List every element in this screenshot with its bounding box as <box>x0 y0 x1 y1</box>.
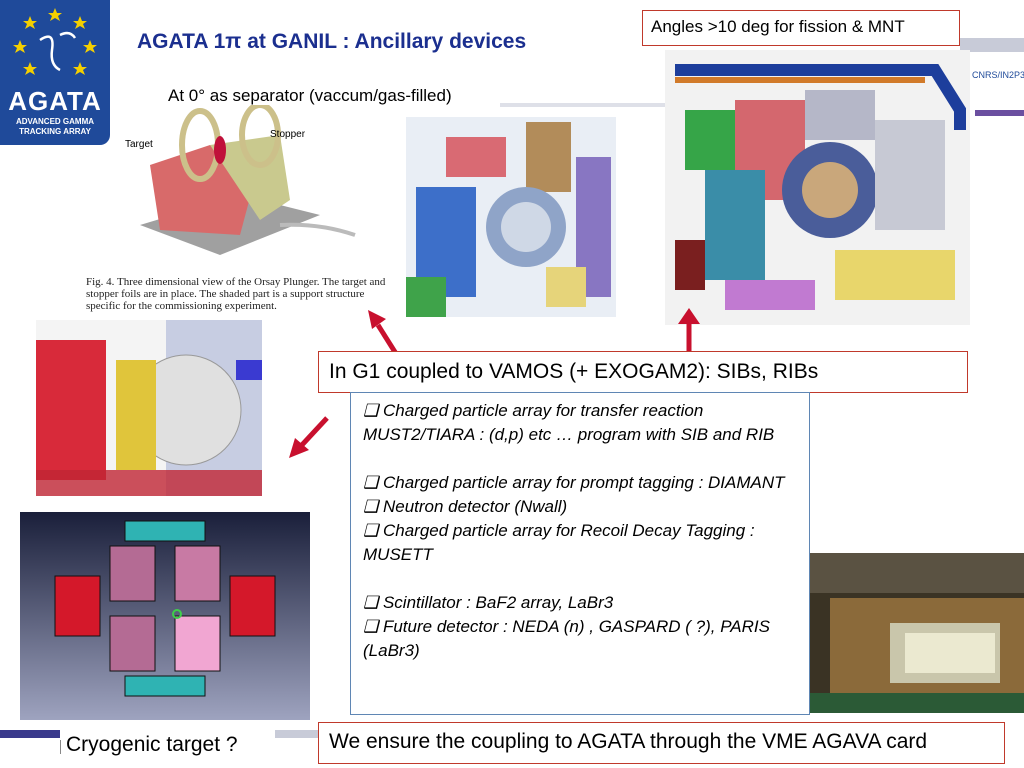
list-item-text: Charged particle array for Recoil Decay … <box>363 521 755 564</box>
list-item-text: Future detector : NEDA (n) , GASPARD ( ?… <box>363 617 770 660</box>
list-item: ❑ Future detector : NEDA (n) , GASPARD (… <box>363 615 797 663</box>
star-circle-icon <box>13 8 97 75</box>
footer-divider <box>60 740 61 754</box>
list-item-text: Neutron detector (Nwall) <box>382 497 568 516</box>
checkbox-icon: ❑ <box>363 617 383 636</box>
list-item: ❑ Scintillator : BaF2 array, LaBr3 <box>363 591 797 615</box>
list-item: ❑ Charged particle array for prompt tagg… <box>363 471 797 495</box>
page-title: AGATA 1π at GANIL : Ancillary devices <box>137 30 527 53</box>
arrow-to-exogam-icon <box>289 416 329 458</box>
angles-note-box: Angles >10 deg for fission & MNT <box>642 10 960 46</box>
list-item-text: Charged particle array for prompt taggin… <box>382 473 785 492</box>
header-decoration-bar <box>960 38 1024 52</box>
list-item: ❑ Neutron detector (Nwall) <box>363 495 797 519</box>
vme-coupling-box: We ensure the coupling to AGATA through … <box>318 722 1005 764</box>
list-item-text: Scintillator : BaF2 array, LaBr3 <box>382 593 614 612</box>
angles-setup-image <box>665 50 970 325</box>
footer-decoration-bar <box>275 730 319 738</box>
header-accent-line <box>975 110 1024 116</box>
checkbox-icon: ❑ <box>363 401 383 420</box>
logo-line-1: ADVANCED GAMMA <box>15 117 95 126</box>
list-item-text: Charged particle array for transfer reac… <box>363 401 775 444</box>
plunger-caption: Fig. 4. Three dimensional view of the Or… <box>86 276 386 312</box>
logo-word: AGATA <box>8 86 102 116</box>
separator-subtitle: At 0° as separator (vaccum/gas-filled) <box>168 86 452 105</box>
cnrs-label: CNRS/IN2P3 <box>972 70 1024 80</box>
logo-subtitle: ADVANCED GAMMA TRACKING ARRAY <box>0 117 110 137</box>
plunger-stopper-label: Stopper <box>270 129 306 140</box>
checkbox-icon: ❑ <box>363 593 383 612</box>
checkbox-icon: ❑ <box>363 521 383 540</box>
checkbox-icon: ❑ <box>363 497 383 516</box>
plunger-illustration: Target Stopper <box>120 105 360 275</box>
list-item: ❑ Charged particle array for transfer re… <box>363 399 797 447</box>
g1-coupling-box: In G1 coupled to VAMOS (+ EXOGAM2): SIBs… <box>318 351 968 393</box>
exogam-setup-image <box>36 320 262 496</box>
agava-card-photo <box>810 553 1024 713</box>
detector-array-render <box>20 512 310 720</box>
plunger-target-label: Target <box>125 139 153 150</box>
agata-logo: AGATA ADVANCED GAMMA TRACKING ARRAY <box>0 0 110 145</box>
footer-accent-bar <box>0 730 60 738</box>
list-item: ❑ Charged particle array for Recoil Deca… <box>363 519 797 567</box>
logo-line-2: TRACKING ARRAY <box>19 127 91 136</box>
checkbox-icon: ❑ <box>363 473 383 492</box>
cryogenic-target-note: Cryogenic target ? <box>66 733 238 756</box>
vamos-setup-image <box>406 117 616 317</box>
ancillary-list-box: ❑ Charged particle array for transfer re… <box>350 392 810 715</box>
